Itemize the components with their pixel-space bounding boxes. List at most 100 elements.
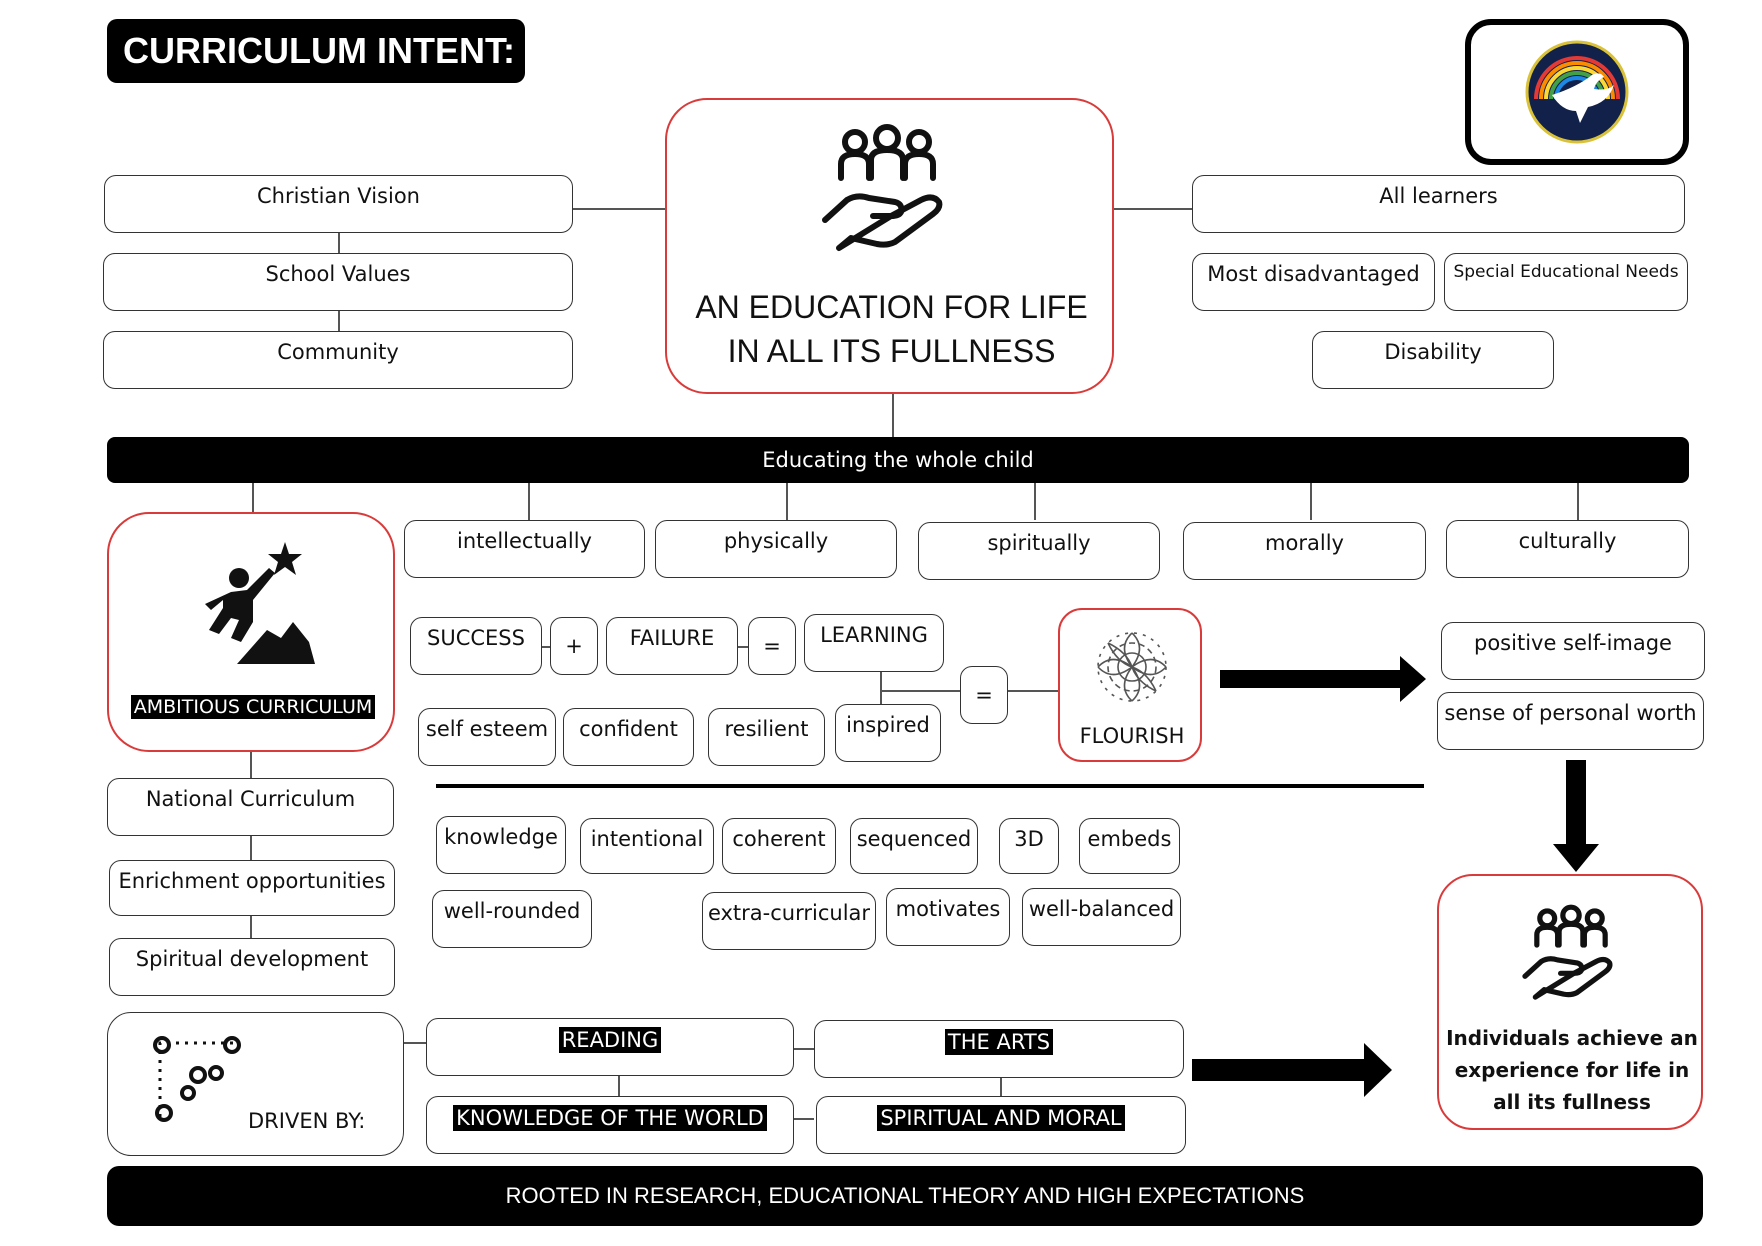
connector	[528, 482, 530, 520]
disability-box: Disability	[1312, 331, 1554, 389]
sen-box: Special Educational Needs	[1444, 253, 1688, 311]
outcome-positive-self-image: positive self-image	[1441, 622, 1705, 680]
trait-inspired: inspired	[835, 704, 941, 762]
connector	[1000, 1074, 1002, 1096]
dimension-label: morally	[1265, 531, 1344, 555]
learning-box: LEARNING	[804, 614, 944, 672]
result-box: Individuals achieve an experience for li…	[1437, 874, 1703, 1130]
connector	[573, 208, 665, 210]
dimension-label: physically	[723, 529, 829, 553]
central-heading-line1: AN EDUCATION FOR LIFE	[695, 289, 1088, 325]
failure-label: FAILURE	[629, 626, 715, 650]
driven-by-box: DRIVEN BY:	[107, 1012, 404, 1156]
national-curriculum-label: National Curriculum	[145, 787, 356, 811]
connector	[1577, 482, 1579, 520]
connector	[880, 672, 882, 704]
driver-knowledge-of-the-world: KNOWLEDGE OF THE WORLD	[426, 1096, 794, 1154]
connector	[404, 1042, 426, 1044]
equals-box: =	[748, 617, 796, 675]
outcome-label: positive self-image	[1474, 631, 1672, 655]
flourish-label: FLOURISH	[1079, 724, 1185, 748]
central-heading-line2: IN ALL ITS FULLNESS	[727, 333, 1056, 369]
success-label: SUCCESS	[427, 626, 525, 650]
dimension-intellectually: intellectually	[404, 520, 645, 578]
driver-label: SPIRITUAL AND MORAL	[877, 1105, 1125, 1131]
quality-label: knowledge	[444, 825, 558, 849]
page-title: CURRICULUM INTENT:	[123, 30, 515, 71]
quality-embeds: embeds	[1079, 818, 1180, 874]
sen-label: Special Educational Needs	[1453, 262, 1679, 282]
quality-sequenced: sequenced	[850, 818, 978, 874]
learning-label: LEARNING	[820, 623, 928, 647]
dimension-label: intellectually	[457, 529, 592, 553]
trait-label: self esteem	[425, 717, 549, 741]
connector	[250, 836, 252, 860]
all-learners-box: All learners	[1192, 175, 1685, 233]
result-text: Individuals achieve an experience for li…	[1439, 1022, 1705, 1118]
connector	[1008, 690, 1058, 692]
driver-label: THE ARTS	[944, 1029, 1054, 1055]
enrichment-label: Enrichment opportunities	[118, 869, 386, 893]
quality-knowledge: knowledge	[436, 816, 566, 874]
connector	[1034, 482, 1036, 520]
whole-child-bar: Educating the whole child	[107, 437, 1689, 483]
equals-sign: =	[975, 683, 993, 707]
connector	[618, 1071, 620, 1097]
connector	[738, 646, 748, 648]
most-disadvantaged-label: Most disadvantaged	[1207, 262, 1420, 286]
driver-the-arts: THE ARTS	[814, 1020, 1184, 1078]
equals-sign: =	[763, 634, 781, 658]
failure-box: FAILURE	[606, 617, 738, 675]
driver-label: KNOWLEDGE OF THE WORLD	[453, 1105, 767, 1131]
ambitious-curriculum-label: AMBITIOUS CURRICULUM	[130, 695, 376, 719]
connector	[792, 1048, 814, 1050]
result-line3: all its fullness	[1493, 1090, 1651, 1114]
success-box: SUCCESS	[410, 617, 542, 675]
quality-intentional: intentional	[580, 818, 714, 874]
connector	[880, 690, 960, 692]
trait-confident: confident	[563, 708, 694, 766]
national-curriculum-box: National Curriculum	[107, 778, 394, 836]
outcome-personal-worth: sense of personal worth	[1437, 692, 1704, 750]
connector	[252, 482, 254, 512]
quality-extra-curricular: extra-curricular	[702, 892, 876, 950]
flourish-swirl-icon	[1097, 632, 1167, 702]
central-heading: AN EDUCATION FOR LIFE IN ALL ITS FULLNES…	[667, 285, 1116, 373]
quality-well-rounded: well-rounded	[432, 890, 592, 948]
connector	[792, 1118, 814, 1120]
people-hand-icon	[822, 124, 943, 251]
dimension-label: culturally	[1518, 529, 1617, 553]
people-hand-icon	[1522, 904, 1613, 1000]
flourish-box: FLOURISH	[1058, 608, 1202, 762]
logo-frame	[1465, 19, 1689, 165]
driver-reading: READING	[426, 1018, 794, 1076]
whole-child-label: Educating the whole child	[762, 448, 1034, 472]
arrow-down-icon	[1553, 760, 1599, 872]
connector	[338, 233, 340, 253]
quality-label: coherent	[732, 827, 826, 851]
enrichment-box: Enrichment opportunities	[109, 860, 395, 916]
connector	[542, 646, 550, 648]
connector	[1310, 482, 1312, 520]
footer-bar: ROOTED IN RESEARCH, EDUCATIONAL THEORY A…	[107, 1166, 1703, 1226]
driver-spiritual-and-moral: SPIRITUAL AND MORAL	[816, 1096, 1186, 1154]
path-dots-icon	[153, 1036, 241, 1122]
trait-resilient: resilient	[708, 708, 825, 766]
trait-label: inspired	[846, 713, 930, 737]
dimension-culturally: culturally	[1446, 520, 1689, 578]
quality-label: motivates	[895, 897, 1001, 921]
dimension-label: spiritually	[987, 531, 1091, 555]
arrow-right-icon	[1192, 1043, 1392, 1097]
spiritual-development-box: Spiritual development	[109, 938, 395, 996]
ambitious-label-wrap: AMBITIOUS CURRICULUM	[109, 695, 397, 719]
connector	[1112, 208, 1192, 210]
trait-label: resilient	[724, 717, 809, 741]
plus-box: +	[550, 617, 598, 675]
community-box: Community	[103, 331, 573, 389]
connector	[250, 752, 252, 778]
community-label: Community	[277, 340, 399, 364]
result-line1: Individuals achieve an	[1446, 1026, 1698, 1050]
quality-3d: 3D	[999, 818, 1059, 874]
climbing-star-icon	[205, 542, 315, 664]
disability-label: Disability	[1384, 340, 1482, 364]
